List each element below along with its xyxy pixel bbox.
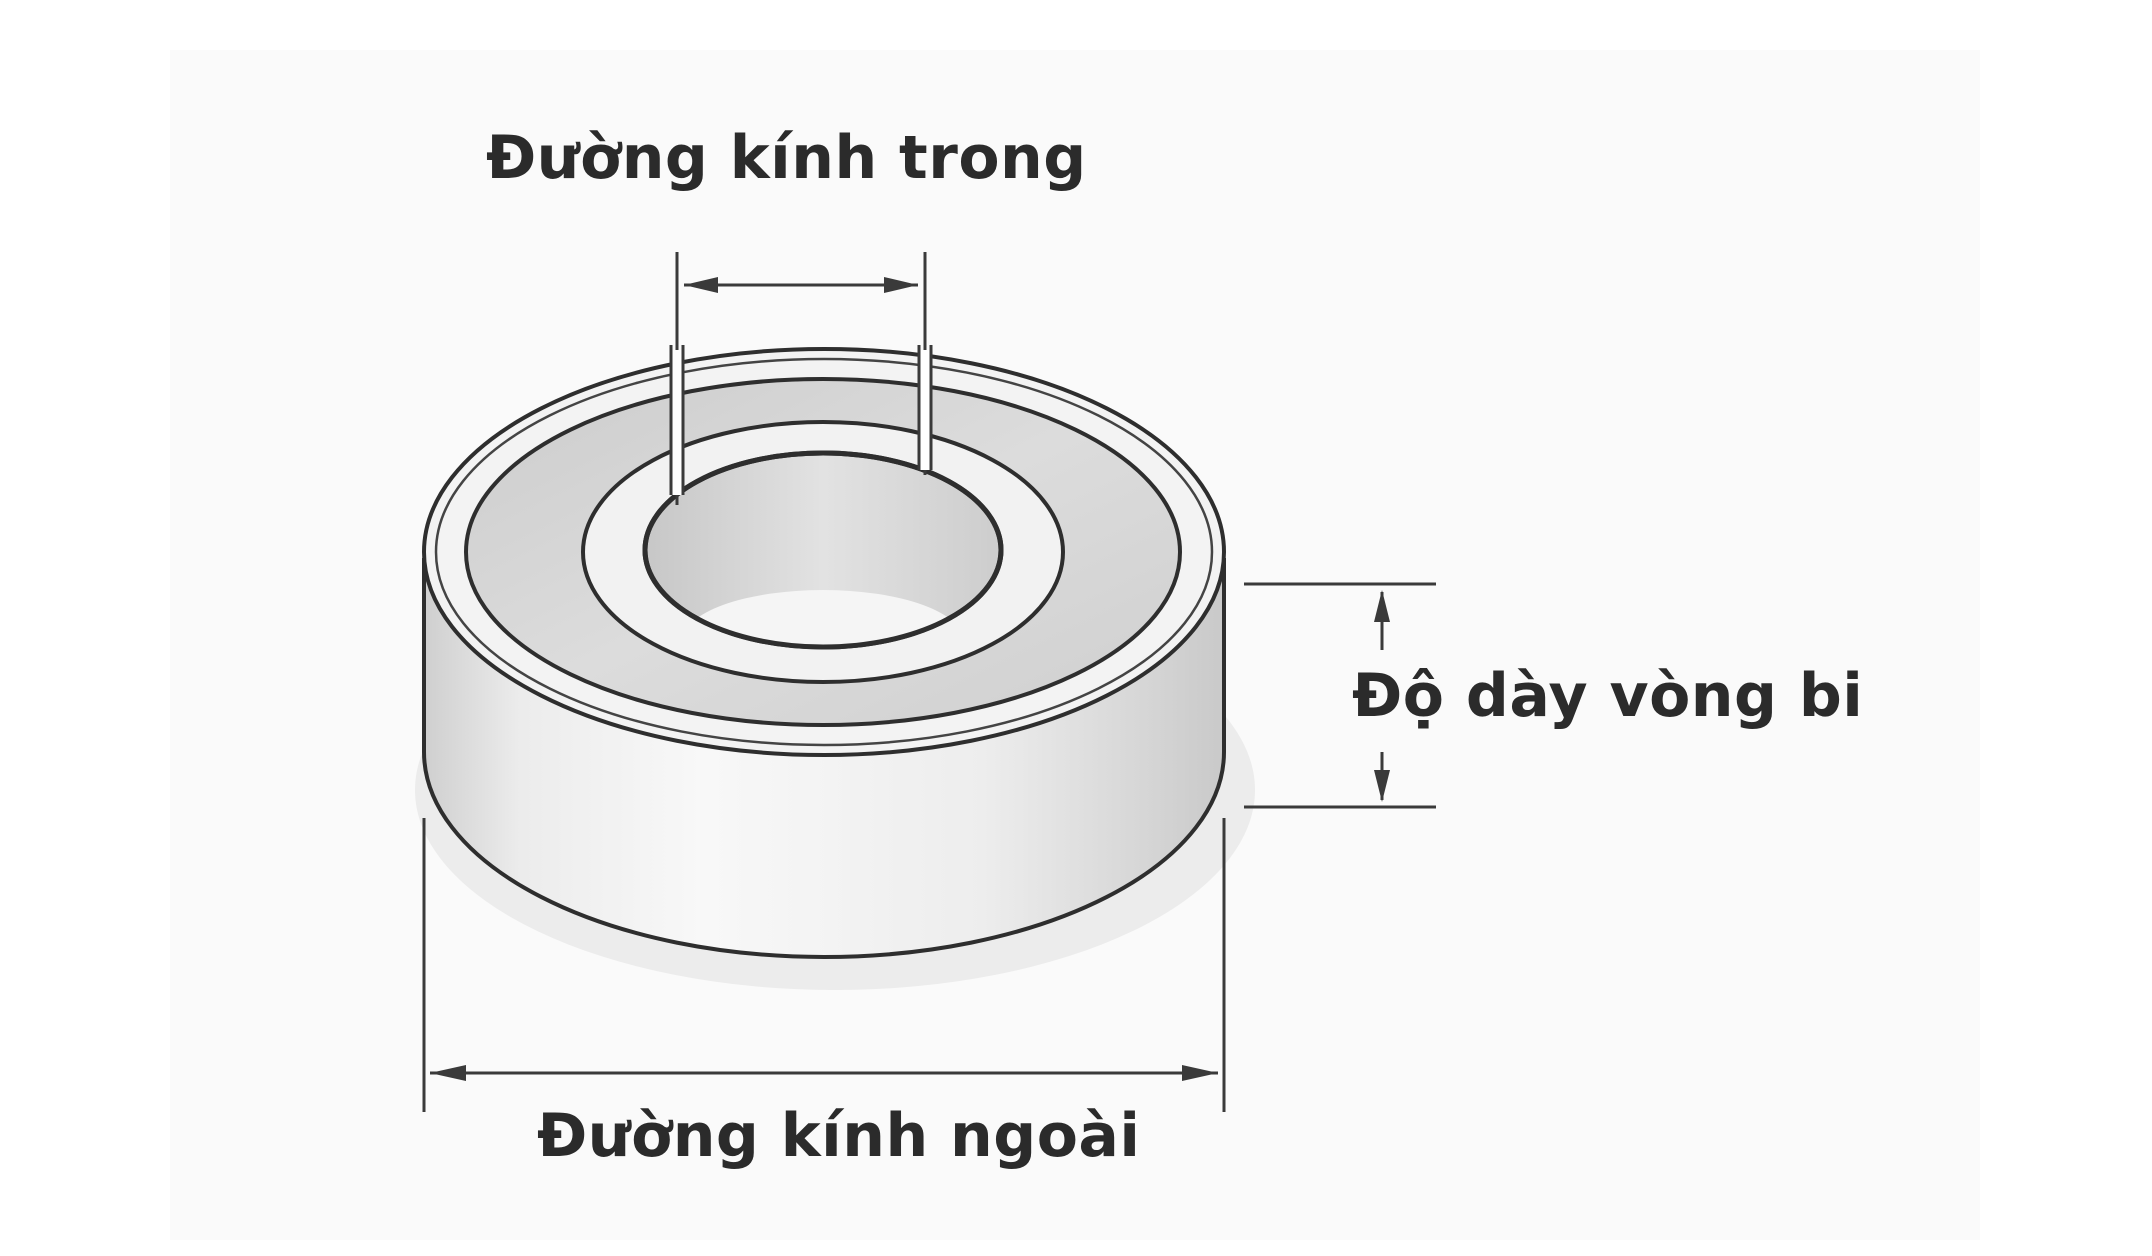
bore-rim: [642, 450, 1004, 650]
inner-diameter-extension-lines: [669, 345, 933, 495]
thickness-dimension: [1244, 582, 1436, 809]
bore-bottom-edge: [683, 590, 963, 647]
outer-diameter-label: Đường kính ngoài: [537, 1101, 1141, 1171]
outer-diameter-dimension: [422, 818, 1226, 1112]
inner-diameter-label: Đường kính trong: [486, 123, 1087, 193]
outer-ring-edge: [434, 357, 1214, 747]
inner-diameter-extension-backing: [672, 350, 930, 495]
thickness-label: Độ dày vòng bi: [1352, 661, 1864, 731]
